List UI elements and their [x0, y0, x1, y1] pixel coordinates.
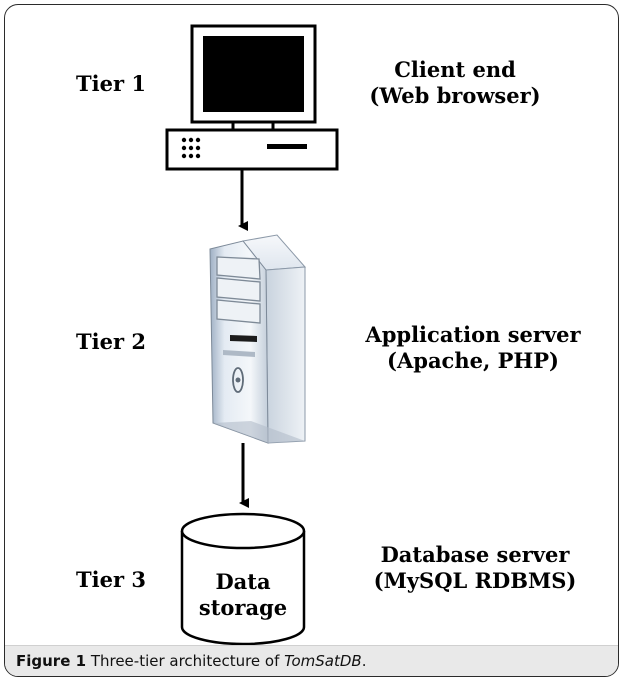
figure-panel: Tier 1 Tier 2 Tier 3 Client end (Web bro…: [4, 4, 619, 677]
figure-number: Figure 1: [16, 652, 87, 670]
tier-2-description-line: Application server: [365, 322, 581, 347]
tier-3-description: Database server (MySQL RDBMS): [365, 542, 585, 593]
tier-3-description-line: (MySQL RDBMS): [373, 567, 577, 593]
tier-2-description-line: (Apache, PHP): [387, 347, 559, 373]
architecture-diagram: [165, 24, 339, 645]
figure-caption-text: Three-tier architecture of: [86, 652, 285, 670]
figure-caption-end: .: [361, 652, 367, 670]
tier-2-description: Application server (Apache, PHP): [353, 322, 593, 373]
tier-1-label: Tier 1: [76, 71, 146, 96]
tier-3-label: Tier 3: [76, 567, 146, 592]
figure-caption-name: TomSatDB: [284, 652, 362, 670]
tier-1-description-line: (Web browser): [369, 82, 541, 108]
computer-case-icon: [165, 128, 339, 171]
data-storage-label: Data storage: [183, 569, 303, 620]
data-storage-label-line: storage: [198, 594, 288, 620]
tier-2-label: Tier 2: [76, 329, 146, 354]
figure-caption: Figure 1 Three-tier architecture of TomS…: [5, 645, 618, 676]
server-tower-icon: [209, 234, 307, 444]
tier-3-description-line: Database server: [380, 542, 570, 567]
desktop-computer-icon: [165, 24, 339, 171]
database-cylinder-icon: [180, 512, 306, 645]
data-storage-label-line: Data: [215, 569, 271, 594]
tier-1-description: Client end (Web browser): [345, 57, 565, 108]
monitor-icon: [190, 24, 317, 133]
tier-1-description-line: Client end: [394, 57, 516, 82]
